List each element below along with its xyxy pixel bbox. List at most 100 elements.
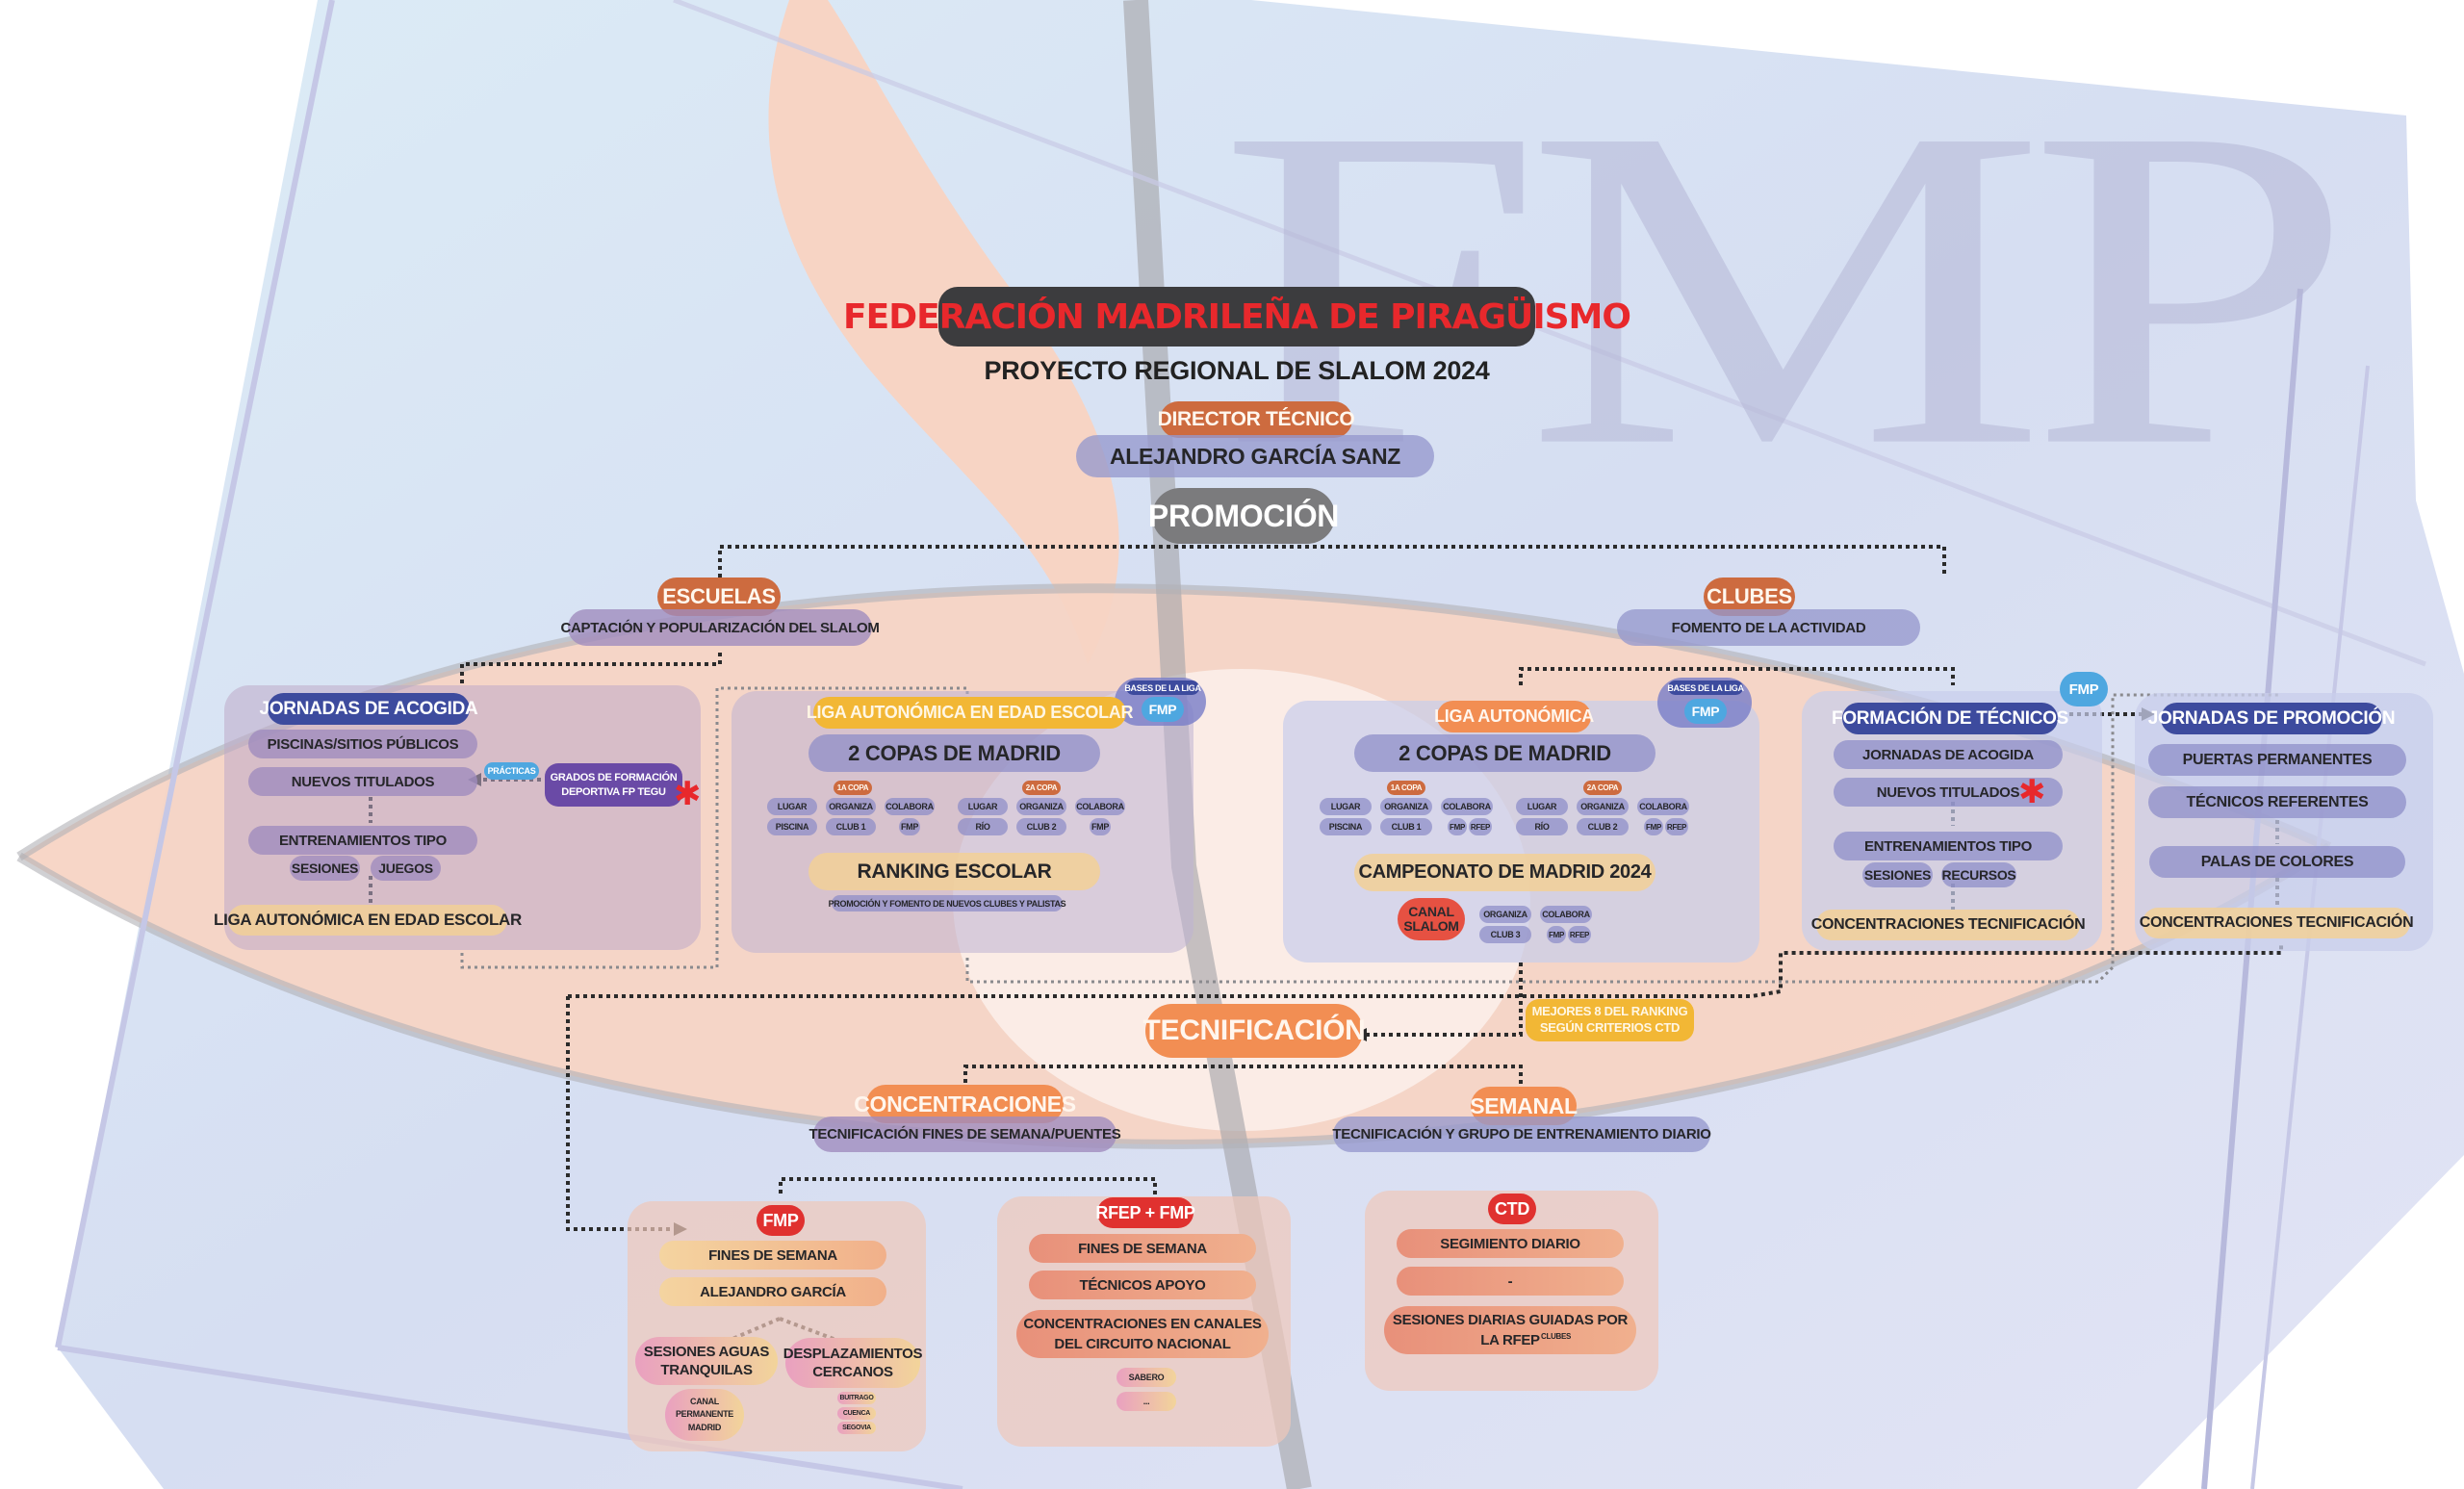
jornadas-sub-sesiones: SESIONES [290, 856, 360, 881]
white-card-shape [2137, 1155, 2464, 1489]
escolar-copa1-v-colabora: FMP [899, 818, 920, 835]
clubes-copa2-tag: 2A COPA [1583, 781, 1622, 795]
liga-clubes-title: LIGA AUTONÓMICA [1434, 701, 1594, 732]
fmp-place-buitrago: BUITRAGO [837, 1392, 876, 1404]
ctd-item-seguimiento: SEGIMIENTO DIARIO [1397, 1229, 1624, 1258]
jornadas-item-entrenamientos: ENTRENAMIENTOS TIPO [248, 826, 477, 855]
promocion-item-tecnicos: TÉCNICOS REFERENTES [2148, 786, 2406, 818]
escolar-copa2-v-organiza: CLUB 2 [1016, 818, 1066, 835]
ranking-note: PROMOCIÓN Y FOMENTO DE NUEVOS CLUBES Y P… [829, 895, 1066, 911]
criteria-note: MEJORES 8 DEL RANKING SEGÚN CRITERIOS CT… [1526, 999, 1694, 1041]
liga-clubes-copas: 2 COPAS DE MADRID [1354, 734, 1656, 772]
fmp-place-cuenca: CUENCA [837, 1407, 876, 1420]
fmp-item-fines: FINES DE SEMANA [659, 1241, 886, 1270]
formacion-footer: CONCENTRACIONES TECNIFICACIÓN [1811, 910, 2086, 940]
liga-escolar-title: LIGA AUTONÓMICA EN EDAD ESCOLAR [807, 697, 1133, 729]
liga-escolar-copas: 2 COPAS DE MADRID [808, 734, 1100, 772]
campeonato-h-colabora: COLABORA [1540, 906, 1592, 923]
clubes-copa2-h-colabora: COLABORA [1637, 798, 1689, 815]
rfep-item-tecnicos: TÉCNICOS APOYO [1029, 1271, 1256, 1299]
clubes-copa2-v-organiza: CLUB 2 [1577, 818, 1629, 835]
ctd-tag: CTD [1488, 1194, 1536, 1224]
formacion-sub-sesiones: SESIONES [1862, 862, 1933, 887]
jornadas-footer-liga: LIGA AUTONÓMICA EN EDAD ESCOLAR [214, 905, 522, 936]
promocion-footer: CONCENTRACIONES TECNIFICACIÓN [2140, 908, 2414, 938]
fmp-desplazamientos: DESPLAZAMIENTOS CERCANOS [783, 1338, 923, 1388]
ctd-item-sesiones: SESIONES DIARIAS GUIADAS POR LA RFEP CLU… [1384, 1306, 1636, 1354]
promocion-item-puertas: PUERTAS PERMANENTES [2148, 744, 2406, 776]
jornadas-item-nuevos: NUEVOS TITULADOS [248, 767, 477, 796]
clubes-copa1-h-lugar: LUGAR [1320, 798, 1372, 815]
escolar-copa2-v-lugar: RÍO [958, 818, 1008, 835]
concentraciones-subtitle: TECNIFICACIÓN FINES DE SEMANA/PUENTES [809, 1117, 1121, 1152]
escolar-copa1-v-organiza: CLUB 1 [826, 818, 876, 835]
ranking-escolar: RANKING ESCOLAR [808, 853, 1100, 890]
formacion-item-jornadas: JORNADAS DE ACOGIDA [1834, 740, 2063, 769]
ctd-item-dash: - [1397, 1267, 1624, 1296]
escolar-copa1-h-lugar: LUGAR [767, 798, 817, 815]
clubes-copa2-colabora-fmp: FMP [1644, 818, 1663, 835]
bases-liga-label: BASES DE LA LIGA [1124, 680, 1201, 695]
rfep-place-more: ... [1116, 1392, 1176, 1411]
clubes-copa1-h-colabora: COLABORA [1441, 798, 1493, 815]
formacion-sub-recursos: RECURSOS [1941, 862, 2016, 887]
practicas-tag: PRÁCTICAS [484, 762, 539, 780]
campeonato-colabora-fmp: FMP [1547, 926, 1566, 943]
escolar-copa1-h-organiza: ORGANIZA [826, 798, 876, 815]
clubes-copa2-h-organiza: ORGANIZA [1577, 798, 1629, 815]
clubes-bases-label: BASES DE LA LIGA [1667, 680, 1744, 695]
rfep-place-sabero: SABERO [1116, 1368, 1176, 1387]
jornadas-sub-juegos: JUEGOS [371, 856, 441, 881]
clubes-copa1-v-organiza: CLUB 1 [1380, 818, 1432, 835]
clubes-copa1-tag: 1A COPA [1387, 781, 1425, 795]
campeonato-madrid: CAMPEONATO DE MADRID 2024 [1354, 854, 1656, 891]
escolar-copa1-v-lugar: PISCINA [767, 818, 817, 835]
escolar-copa2-h-organiza: ORGANIZA [1016, 798, 1066, 815]
escolar-copa2-h-lugar: LUGAR [958, 798, 1008, 815]
rfep-item-concentraciones: CONCENTRACIONES EN CANALES DEL CIRCUITO … [1016, 1310, 1269, 1358]
asterisk-icon: ✱ [674, 776, 702, 812]
rfep-fmp-tag: RFEP + FMP [1095, 1197, 1195, 1228]
promocion-node: PROMOCIÓN [1148, 488, 1339, 544]
rfep-item-fines: FINES DE SEMANA [1029, 1234, 1256, 1263]
fmp-sesiones-place: CANAL PERMANENTE MADRID [665, 1389, 744, 1441]
ctd-sesiones-superscript: CLUBES [1541, 1332, 1572, 1341]
clubes-copa2-h-lugar: LUGAR [1516, 798, 1568, 815]
escolar-copa1-h-colabora: COLABORA [885, 798, 935, 815]
fmp-sesiones: SESIONES AGUAS TRANQUILAS [635, 1337, 778, 1385]
formacion-item-entrenamientos: ENTRENAMIENTOS TIPO [1834, 832, 2063, 860]
clubes-copa2-colabora-rfep: RFEP [1665, 818, 1688, 835]
asterisk-icon: ✱ [2018, 774, 2046, 810]
bases-liga-fmp: FMP [1142, 697, 1184, 722]
director-name: ALEJANDRO GARCÍA SANZ [1076, 435, 1434, 477]
escolar-copa2-h-colabora: COLABORA [1075, 798, 1125, 815]
semanal-subtitle: TECNIFICACIÓN Y GRUPO DE ENTRENAMIENTO D… [1332, 1117, 1711, 1152]
clubes-subtitle: FOMENTO DE LA ACTIVIDAD [1617, 609, 1920, 646]
fmp-place-segovia: SEGOVIA [837, 1422, 876, 1434]
clubes-copa1-colabora-rfep: RFEP [1469, 818, 1492, 835]
formacion-fmp-badge: FMP [2060, 672, 2108, 706]
clubes-copa1-colabora-fmp: FMP [1448, 818, 1467, 835]
escuelas-subtitle: CAPTACIÓN Y POPULARIZACIÓN DEL SLALOM [560, 609, 880, 646]
promocion-item-palas: PALAS DE COLORES [2149, 846, 2405, 878]
canal-slalom: CANAL SLALOM [1398, 898, 1465, 940]
formacion-tecnicos-title: FORMACIÓN DE TÉCNICOS [1832, 703, 2068, 734]
escolar-copa2-v-colabora: FMP [1090, 818, 1111, 835]
project-title: PROYECTO REGIONAL DE SLALOM 2024 [984, 355, 1490, 385]
escolar-copa1-tag: 1A COPA [834, 781, 872, 795]
fmp-tag: FMP [757, 1205, 805, 1236]
campeonato-organiza-club3: CLUB 3 [1479, 926, 1531, 943]
clubes-copa1-h-organiza: ORGANIZA [1380, 798, 1432, 815]
campeonato-h-organiza: ORGANIZA [1479, 906, 1531, 923]
organization-title: FEDERACIÓN MADRILEÑA DE PIRAGÜISMO [843, 287, 1631, 347]
fmp-item-garcia: ALEJANDRO GARCÍA [659, 1277, 886, 1306]
grados-formacion: GRADOS DE FORMACIÓN DEPORTIVA FP TEGU [545, 763, 682, 807]
escolar-copa2-tag: 2A COPA [1022, 781, 1061, 795]
jornadas-acogida-title: JORNADAS DE ACOGIDA [260, 693, 478, 725]
jornadas-promocion-title: JORNADAS DE PROMOCIÓN [2148, 703, 2396, 734]
clubes-bases-fmp: FMP [1684, 699, 1727, 724]
jornadas-item-piscinas: PISCINAS/SITIOS PÚBLICOS [248, 730, 477, 758]
clubes-copa2-v-lugar: RÍO [1516, 818, 1568, 835]
ctd-sesiones-text: SESIONES DIARIAS GUIADAS POR LA RFEP [1392, 1312, 1629, 1348]
tecnificacion-node: TECNIFICACIÓN [1142, 1004, 1366, 1058]
